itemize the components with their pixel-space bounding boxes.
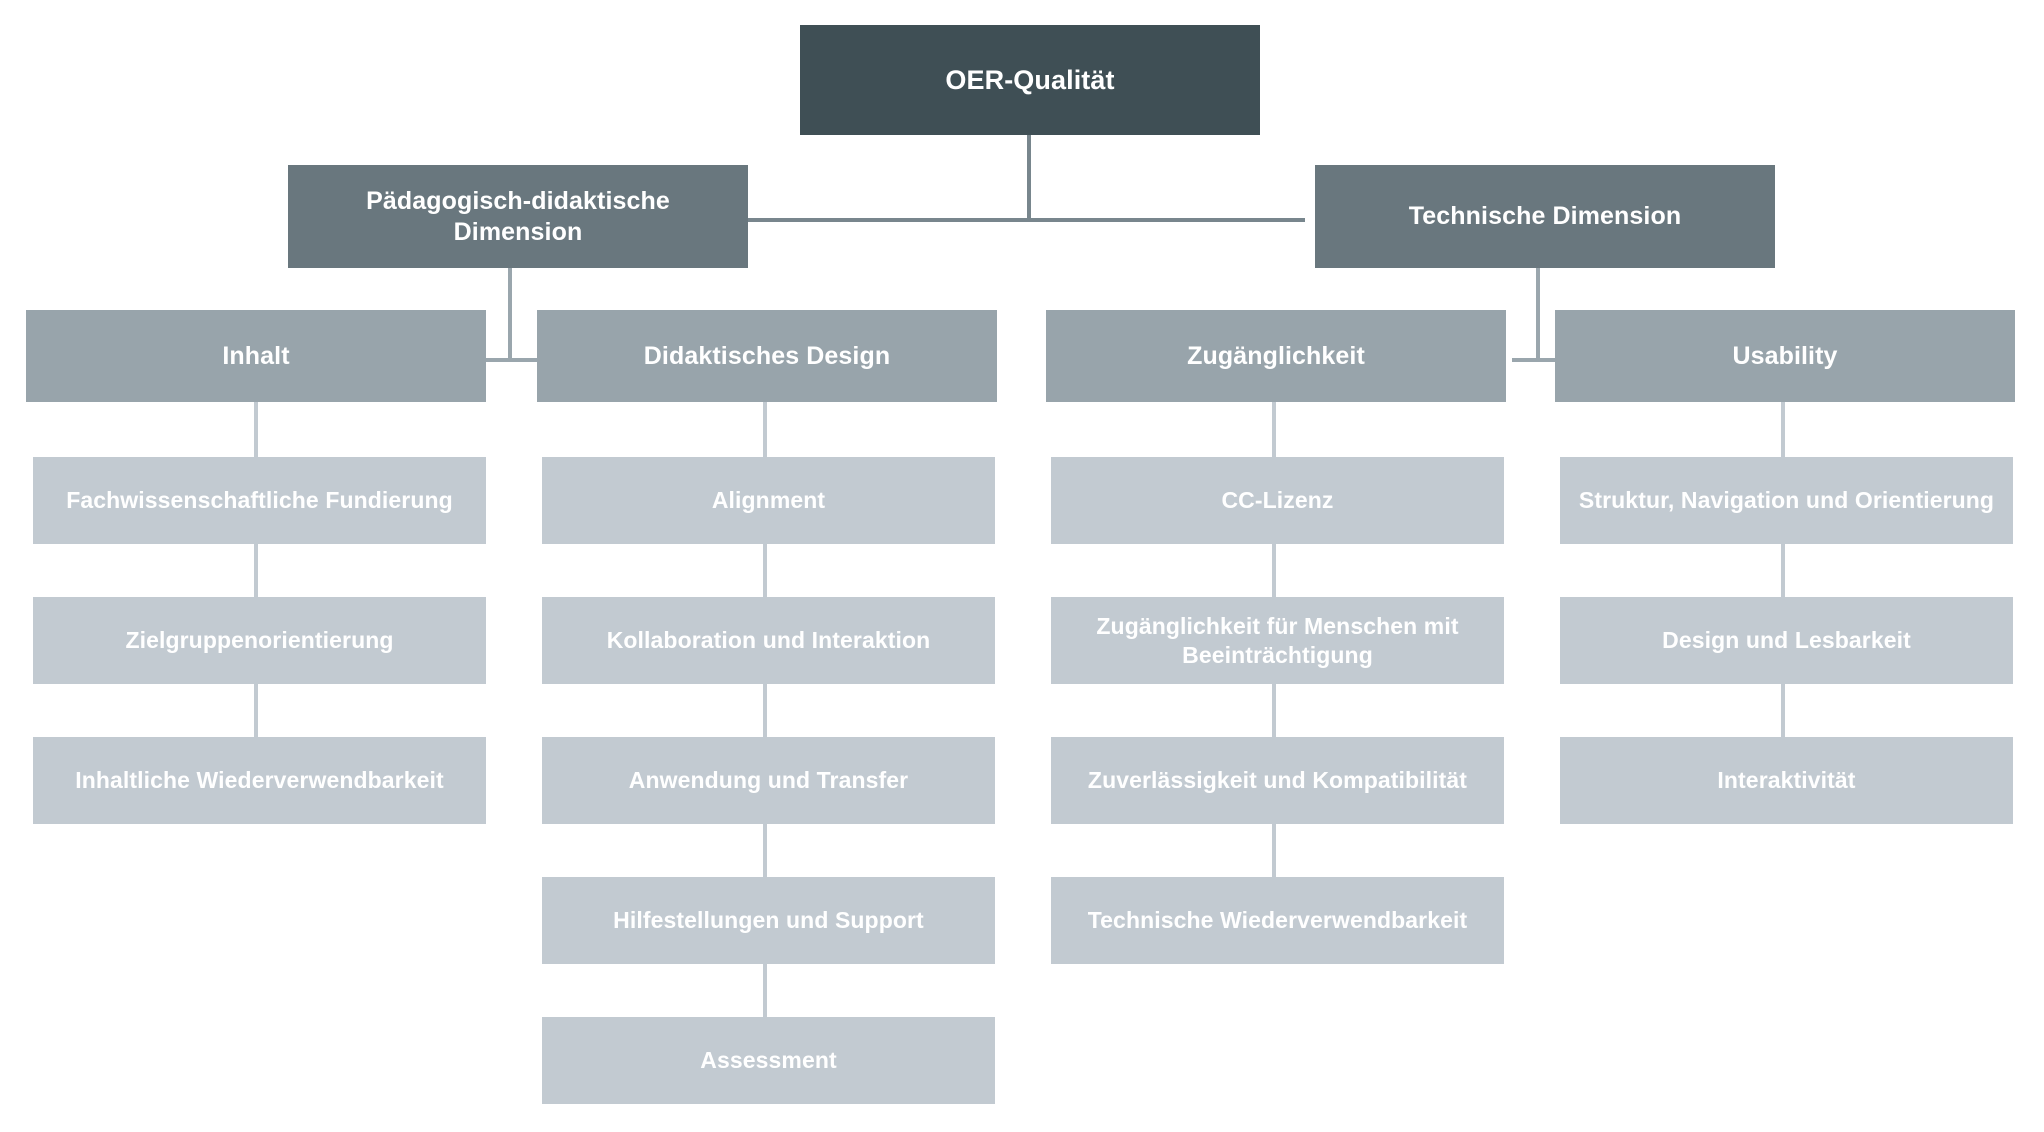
node-leaf-col2-1[interactable]: Alignment <box>542 457 995 544</box>
node-leaf-col4-1[interactable]: Struktur, Navigation und Orientierung <box>1560 457 2013 544</box>
connector-col1-stem-3 <box>254 684 258 739</box>
node-label: OER-Qualität <box>945 64 1115 95</box>
node-category-didaktisches-design[interactable]: Didaktisches Design <box>537 310 997 402</box>
connector-col3-stem-1 <box>1272 402 1276 457</box>
connector-dimension-crossbar <box>735 218 1305 222</box>
node-label: Technische Wiederverwendbarkeit <box>1087 907 1468 934</box>
connector-col1-stem-2 <box>254 544 258 599</box>
node-label: Zielgruppenorientierung <box>125 627 394 654</box>
node-leaf-col1-2[interactable]: Zielgruppenorientierung <box>33 597 486 684</box>
connector-col2-stem-4 <box>763 824 767 879</box>
node-leaf-col3-2[interactable]: Zugänglichkeit für Menschen mit Beeinträ… <box>1051 597 1504 684</box>
node-label: Technische Dimension <box>1408 202 1682 231</box>
node-label: Zugänglichkeit <box>1187 341 1365 370</box>
connector-col2-stem-5 <box>763 964 767 1019</box>
connector-col4-stem-3 <box>1781 684 1785 739</box>
connector-technical-crossbar <box>1512 358 1572 362</box>
connector-pedagogical-crossbar <box>482 358 542 362</box>
node-leaf-col1-3[interactable]: Inhaltliche Wiederverwendbarkeit <box>33 737 486 824</box>
connector-col3-stem-4 <box>1272 824 1276 879</box>
node-dimension-technical[interactable]: Technische Dimension <box>1315 165 1775 268</box>
node-leaf-col2-2[interactable]: Kollaboration und Interaktion <box>542 597 995 684</box>
node-leaf-col3-4[interactable]: Technische Wiederverwendbarkeit <box>1051 877 1504 964</box>
node-label: Inhaltliche Wiederverwendbarkeit <box>75 767 444 794</box>
node-label: Zugänglichkeit für Menschen mit Beeinträ… <box>1096 613 1459 668</box>
node-label: Design und Lesbarkeit <box>1662 627 1911 654</box>
connector-col4-stem-1 <box>1781 402 1785 457</box>
connector-col3-stem-2 <box>1272 544 1276 599</box>
node-leaf-col1-1[interactable]: Fachwissenschaftliche Fundierung <box>33 457 486 544</box>
connector-root-stem <box>1027 135 1031 220</box>
node-label: Inhalt <box>222 341 290 370</box>
node-label: Assessment <box>700 1047 837 1074</box>
node-leaf-col4-2[interactable]: Design und Lesbarkeit <box>1560 597 2013 684</box>
node-label: Zuverlässigkeit und Kompatibilität <box>1087 767 1468 794</box>
node-category-usability[interactable]: Usability <box>1555 310 2015 402</box>
node-label: Kollaboration und Interaktion <box>606 627 931 654</box>
connector-col2-stem-3 <box>763 684 767 739</box>
connector-col3-stem-3 <box>1272 684 1276 739</box>
node-label: Usability <box>1732 341 1838 370</box>
node-label: Fachwissenschaftliche Fundierung <box>66 487 453 514</box>
node-label: Struktur, Navigation und Orientierung <box>1578 487 1995 514</box>
node-category-inhalt[interactable]: Inhalt <box>26 310 486 402</box>
node-label: Hilfestellungen und Support <box>613 907 924 934</box>
connector-col2-stem-1 <box>763 402 767 457</box>
node-label: Alignment <box>711 487 826 514</box>
node-leaf-col3-3[interactable]: Zuverlässigkeit und Kompatibilität <box>1051 737 1504 824</box>
node-label: Interaktivität <box>1717 767 1856 794</box>
node-leaf-col3-1[interactable]: CC-Lizenz <box>1051 457 1504 544</box>
connector-pedagogical-stem <box>508 268 512 362</box>
node-label: Pädagogisch-didaktische Dimension <box>366 187 670 246</box>
node-label: Anwendung und Transfer <box>628 767 909 794</box>
node-leaf-col2-5[interactable]: Assessment <box>542 1017 995 1104</box>
node-label: Didaktisches Design <box>643 341 891 370</box>
node-label: CC-Lizenz <box>1221 487 1334 514</box>
node-root-oer-qualitaet[interactable]: OER-Qualität <box>800 25 1260 135</box>
connector-technical-stem <box>1536 268 1540 362</box>
node-leaf-col2-3[interactable]: Anwendung und Transfer <box>542 737 995 824</box>
node-leaf-col2-4[interactable]: Hilfestellungen und Support <box>542 877 995 964</box>
connector-col4-stem-2 <box>1781 544 1785 599</box>
connector-col2-stem-2 <box>763 544 767 599</box>
node-category-zugaenglichkeit[interactable]: Zugänglichkeit <box>1046 310 1506 402</box>
connector-col1-stem-1 <box>254 402 258 457</box>
node-leaf-col4-3[interactable]: Interaktivität <box>1560 737 2013 824</box>
node-dimension-pedagogical[interactable]: Pädagogisch-didaktische Dimension <box>288 165 748 268</box>
